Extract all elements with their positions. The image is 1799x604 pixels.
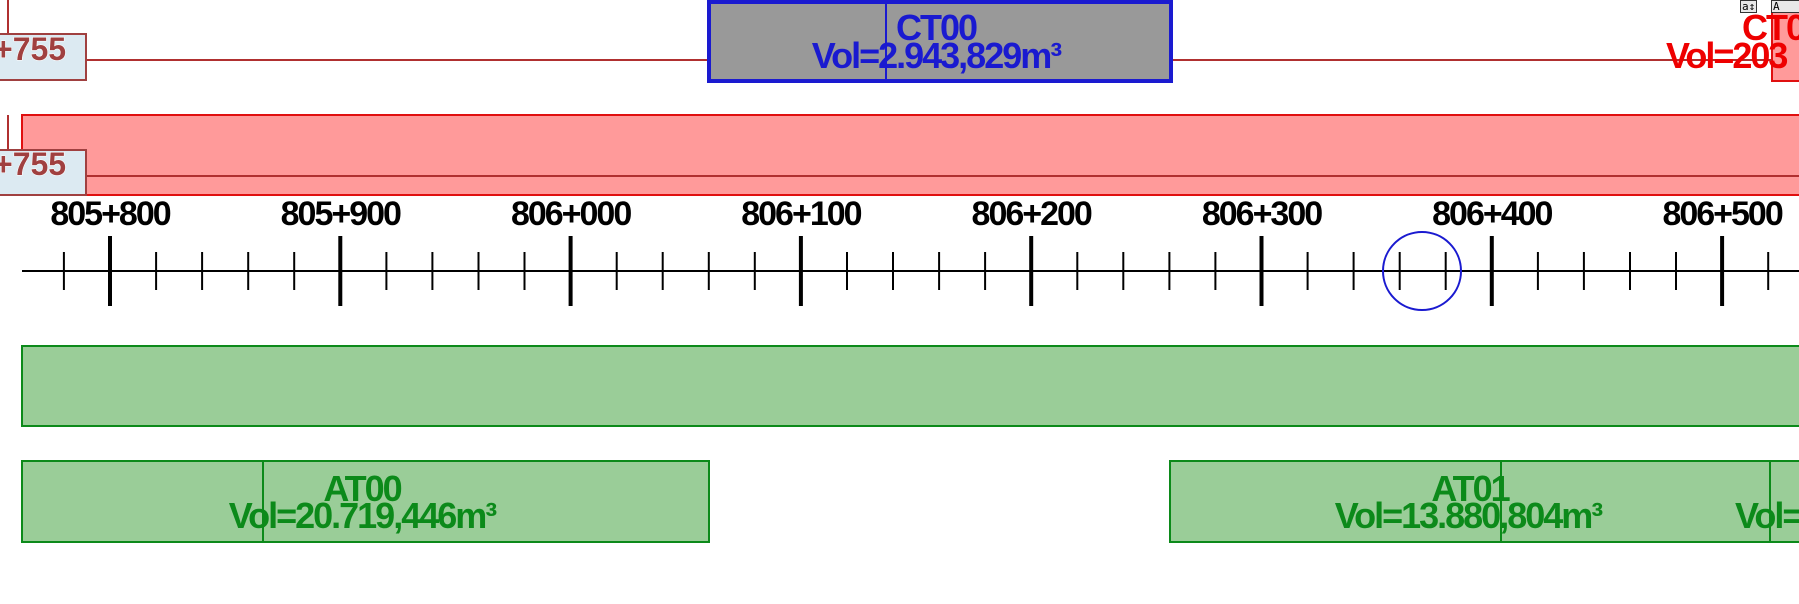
- corner-button-b[interactable]: A: [1771, 0, 1799, 13]
- fill-block-at00-name: AT00: [323, 468, 401, 509]
- fill-block-at00-box[interactable]: [21, 460, 710, 543]
- chainage-axis: 805+800 805+900 806+000 806+100 806+200 806+3…: [22, 194, 1799, 306]
- green-band[interactable]: [21, 345, 1799, 427]
- chainage-labels: 805+800 805+900 806+000 806+100 806+200 806+3…: [49, 194, 1787, 235]
- chainage-label: 805+900: [281, 195, 401, 233]
- fill-block-at01-name: AT01: [1431, 468, 1510, 509]
- cut-block-right-volume: Vol=203: [1666, 35, 1787, 76]
- chainage-ticks: [62, 236, 1770, 306]
- fill-block-at01[interactable]: AT01 Vol=13.880,804m³: [1169, 460, 1771, 543]
- cut-block-right-box[interactable]: [1771, 1, 1799, 82]
- cut-block-right-name: CT0: [1742, 7, 1799, 48]
- top-station-tag-label: +755: [0, 31, 66, 67]
- corner-button-a[interactable]: a↕: [1740, 0, 1758, 13]
- fill-block-at00[interactable]: AT00 Vol=20.719,446m³: [21, 460, 710, 543]
- selection-circle[interactable]: [1382, 231, 1462, 311]
- cut-block-ct00-name: CT00: [896, 7, 977, 48]
- fill-block-right[interactable]: Vol=: [1735, 460, 1799, 543]
- top-station-tag[interactable]: [0, 33, 87, 81]
- red-band[interactable]: [21, 114, 1799, 196]
- chainage-label: 806+400: [1432, 195, 1552, 233]
- fill-block-right-box[interactable]: [1769, 460, 1799, 543]
- cut-block-ct00-volume: Vol=2.943,829m³: [812, 35, 1063, 76]
- fill-block-at01-box[interactable]: [1169, 460, 1771, 543]
- chainage-label: 805+800: [50, 195, 170, 233]
- chainage-label: 806+500: [1662, 195, 1782, 233]
- red-band-track: +755: [0, 114, 1799, 196]
- red-band-station-tag-label: +755: [0, 146, 66, 182]
- red-band-station-tag[interactable]: [0, 149, 87, 196]
- chainage-label: 806+200: [972, 195, 1092, 233]
- cut-block-ct00[interactable]: CT00 Vol=2.943,829m³: [707, 0, 1173, 83]
- chainage-label: 806+000: [511, 195, 631, 233]
- cut-block-right[interactable]: CT0 Vol=203: [1666, 1, 1799, 82]
- cut-block-ct00-box[interactable]: [707, 0, 1173, 83]
- chainage-label: 806+300: [1202, 195, 1322, 233]
- fill-block-at01-volume: Vol=13.880,804m³: [1335, 495, 1604, 536]
- fill-block-right-volume: Vol=: [1735, 495, 1799, 536]
- fill-block-at00-volume: Vol=20.719,446m³: [229, 495, 498, 536]
- chainage-label: 806+100: [741, 195, 861, 233]
